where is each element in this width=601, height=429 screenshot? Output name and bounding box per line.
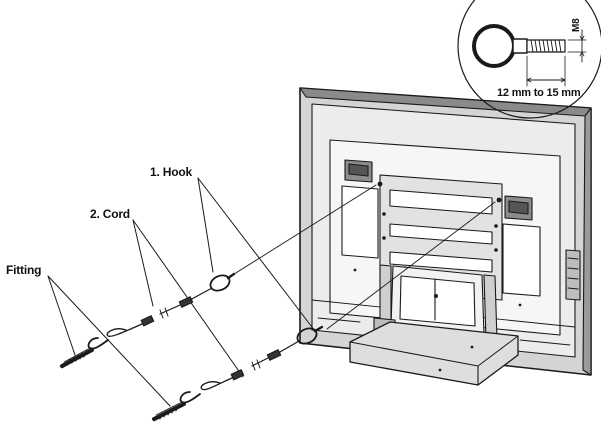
- upper-screw-fitting: [60, 347, 94, 369]
- fitting-label: Fitting: [6, 263, 42, 277]
- leader-lines: [47, 177, 316, 407]
- upper-hook-ring: [209, 274, 231, 292]
- stand-base: [349, 321, 519, 386]
- eye-bolt-ring: [472, 24, 516, 68]
- lower-crimp: [266, 349, 282, 361]
- upper-hook-assembly: [60, 272, 236, 369]
- length-range-label: 12 mm to 15 mm: [497, 87, 581, 99]
- tv-left-panel: [341, 185, 379, 259]
- thread-size-label: M8: [571, 18, 582, 33]
- lower-screw-fitting: [152, 401, 186, 422]
- cord-label: 2. Cord: [90, 207, 130, 221]
- tv-side-connectors: [565, 249, 581, 301]
- lower-cord-line: [326, 201, 496, 330]
- television: [299, 87, 592, 386]
- detail-circle: [457, 0, 601, 119]
- eye-bolt-detail: [457, 0, 601, 119]
- tv-edge-right: [582, 107, 592, 376]
- upper-wall-hook: [87, 337, 109, 350]
- upper-crimp: [178, 296, 194, 308]
- lower-wall-hook: [179, 391, 201, 404]
- upper-cord-line: [230, 184, 377, 277]
- tv-right-panel: [502, 223, 541, 297]
- hook-label: 1. Hook: [150, 165, 192, 179]
- anti-tip-cords: [230, 184, 496, 330]
- lower-hook-assembly: [152, 325, 324, 422]
